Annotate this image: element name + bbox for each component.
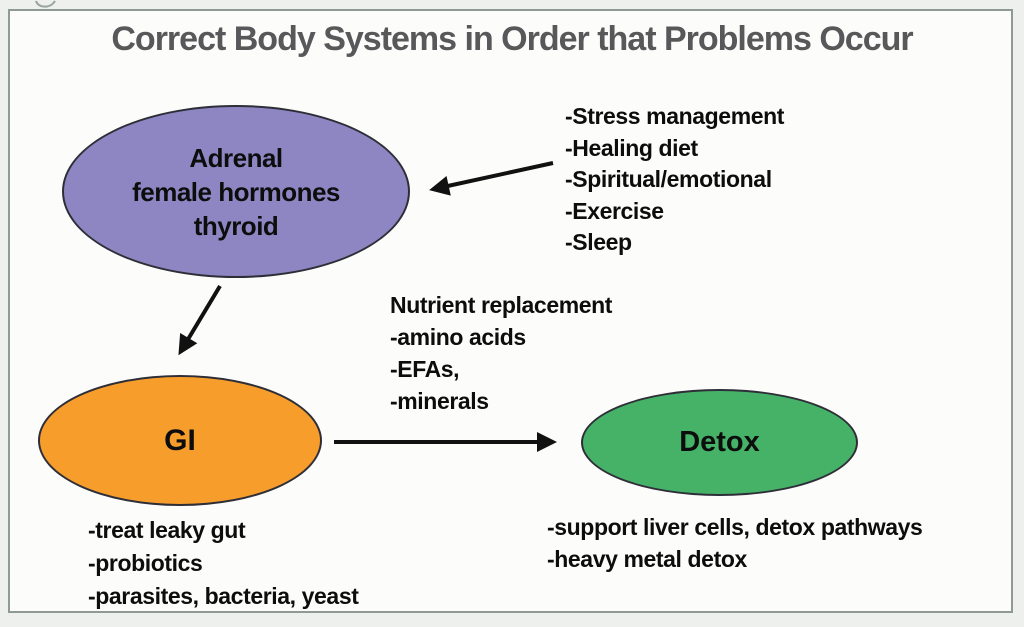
page-title: Correct Body Systems in Order that Probl… bbox=[111, 20, 913, 58]
list-line: -Spiritual/emotional bbox=[565, 166, 772, 192]
node-gi-label: GI bbox=[164, 423, 196, 457]
list-line: -probiotics bbox=[88, 550, 203, 576]
node-adrenal: Adrenal female hormones thyroid bbox=[62, 105, 410, 278]
node-gi: GI bbox=[38, 375, 322, 506]
list-line: -Stress management bbox=[565, 103, 785, 129]
list-line: -Healing diet bbox=[565, 134, 698, 161]
list-line: -support liver cells, detox pathways bbox=[547, 514, 923, 540]
nutrient-replacement-list: Nutrient replacement -amino acids -EFAs,… bbox=[390, 289, 612, 417]
node-adrenal-line: female hormones bbox=[132, 176, 340, 207]
cropped-glyph-artifact bbox=[35, 0, 56, 8]
gi-treatments-list: -treat leaky gut -probiotics -parasites,… bbox=[88, 514, 359, 613]
list-line: -amino acids bbox=[390, 324, 526, 350]
node-adrenal-line: thyroid bbox=[193, 210, 279, 241]
detox-treatments-list: -support liver cells, detox pathways -he… bbox=[547, 511, 923, 575]
list-line: -minerals bbox=[390, 388, 489, 414]
list-line: Nutrient replacement bbox=[390, 292, 613, 318]
list-line: -EFAs, bbox=[390, 356, 460, 382]
node-detox: Detox bbox=[581, 389, 858, 496]
node-detox-label: Detox bbox=[679, 426, 760, 458]
list-line: -Sleep bbox=[565, 229, 632, 255]
list-line: -parasites, bacteria, yeast bbox=[88, 583, 359, 609]
node-adrenal-line: Adrenal bbox=[189, 142, 283, 173]
list-line: -Exercise bbox=[565, 197, 664, 224]
adrenal-support-list: -Stress management -Healing diet -Spirit… bbox=[565, 101, 784, 259]
list-line: -heavy metal detox bbox=[547, 546, 747, 572]
list-line: -treat leaky gut bbox=[88, 517, 246, 543]
